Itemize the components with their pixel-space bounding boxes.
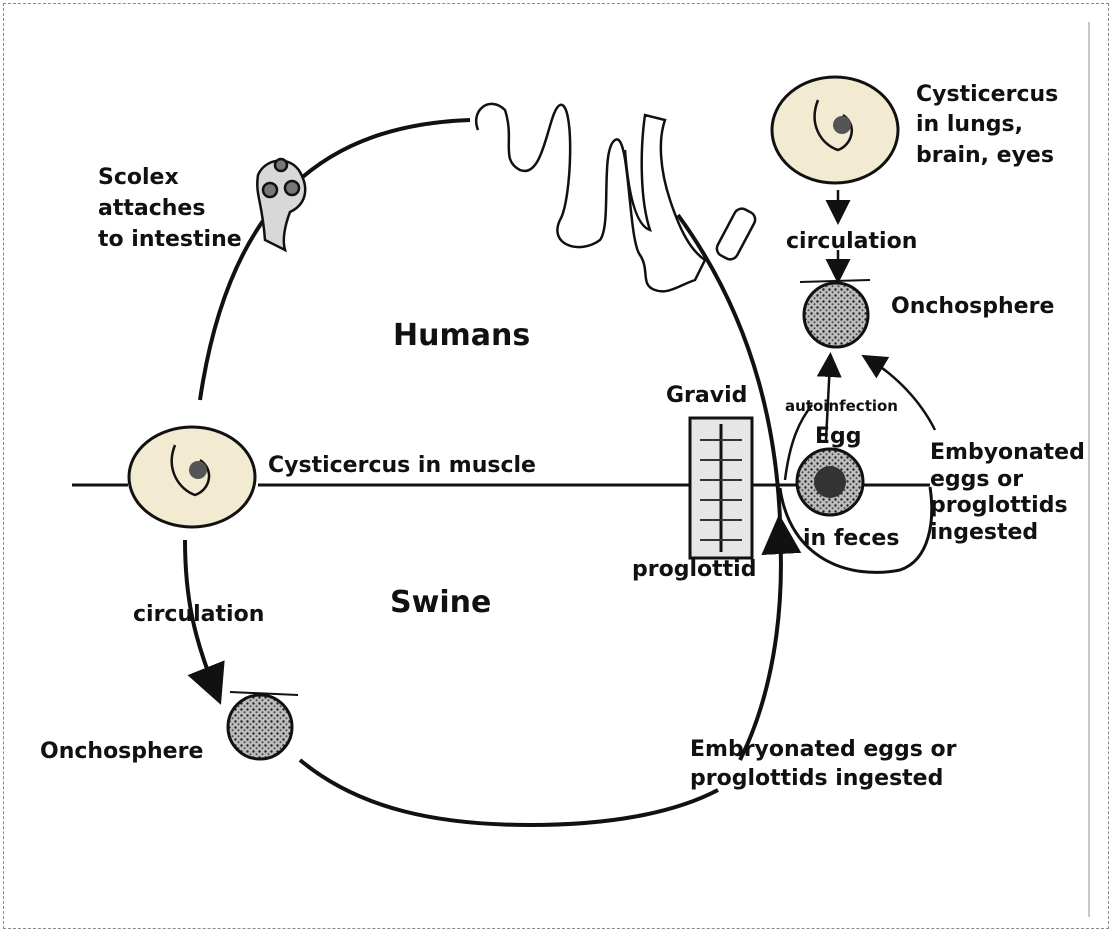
- embryonated-bottom-label-1: Embryonated eggs or: [690, 737, 957, 762]
- onchosphere-left-icon: [228, 692, 298, 759]
- cysticercus-muscle-label: Cysticercus in muscle: [268, 453, 536, 478]
- scolex-label-3: to intestine: [98, 227, 242, 252]
- cysticercus-right-icon: [772, 77, 898, 183]
- onchosphere-right-label: Onchosphere: [891, 294, 1054, 319]
- egg-icon: [780, 449, 932, 572]
- gravid-label: Gravid: [666, 383, 747, 408]
- gravid-proglottid-icon: [690, 418, 752, 558]
- in-feces-label: in feces: [803, 526, 899, 551]
- proglottid-label: proglottid: [632, 557, 756, 582]
- humans-label: Humans: [393, 318, 530, 353]
- embryonated-right-label-3: proglottids: [930, 493, 1068, 518]
- embryonated-right-label-2: eggs or: [930, 467, 1023, 492]
- egg-label: Egg: [815, 424, 862, 449]
- circulation-right-label: circulation: [786, 229, 917, 254]
- embryonated-right-label-1: Embyonated: [930, 440, 1085, 465]
- tapeworm-icon: [476, 104, 758, 291]
- autoinfection-label: autoinfection: [785, 397, 898, 415]
- scolex-label-2: attaches: [98, 196, 205, 221]
- cysticercus-lungs-label-1: Cysticercus: [916, 82, 1058, 107]
- cysticercus-lungs-label-3: brain, eyes: [916, 143, 1054, 168]
- cysticercus-lungs-label-2: in lungs,: [916, 112, 1023, 137]
- embryonated-bottom-label-2: proglottids ingested: [690, 766, 943, 791]
- embryonated-right-label-4: ingested: [930, 520, 1038, 545]
- circulation-left-label: circulation: [133, 602, 264, 627]
- onchosphere-right-icon: [800, 280, 870, 347]
- onchosphere-left-label: Onchosphere: [40, 739, 203, 764]
- swine-label: Swine: [390, 585, 491, 620]
- scolex-label-1: Scolex: [98, 165, 179, 190]
- cysticercus-left-icon: [129, 427, 255, 527]
- scolex-icon: [257, 159, 305, 250]
